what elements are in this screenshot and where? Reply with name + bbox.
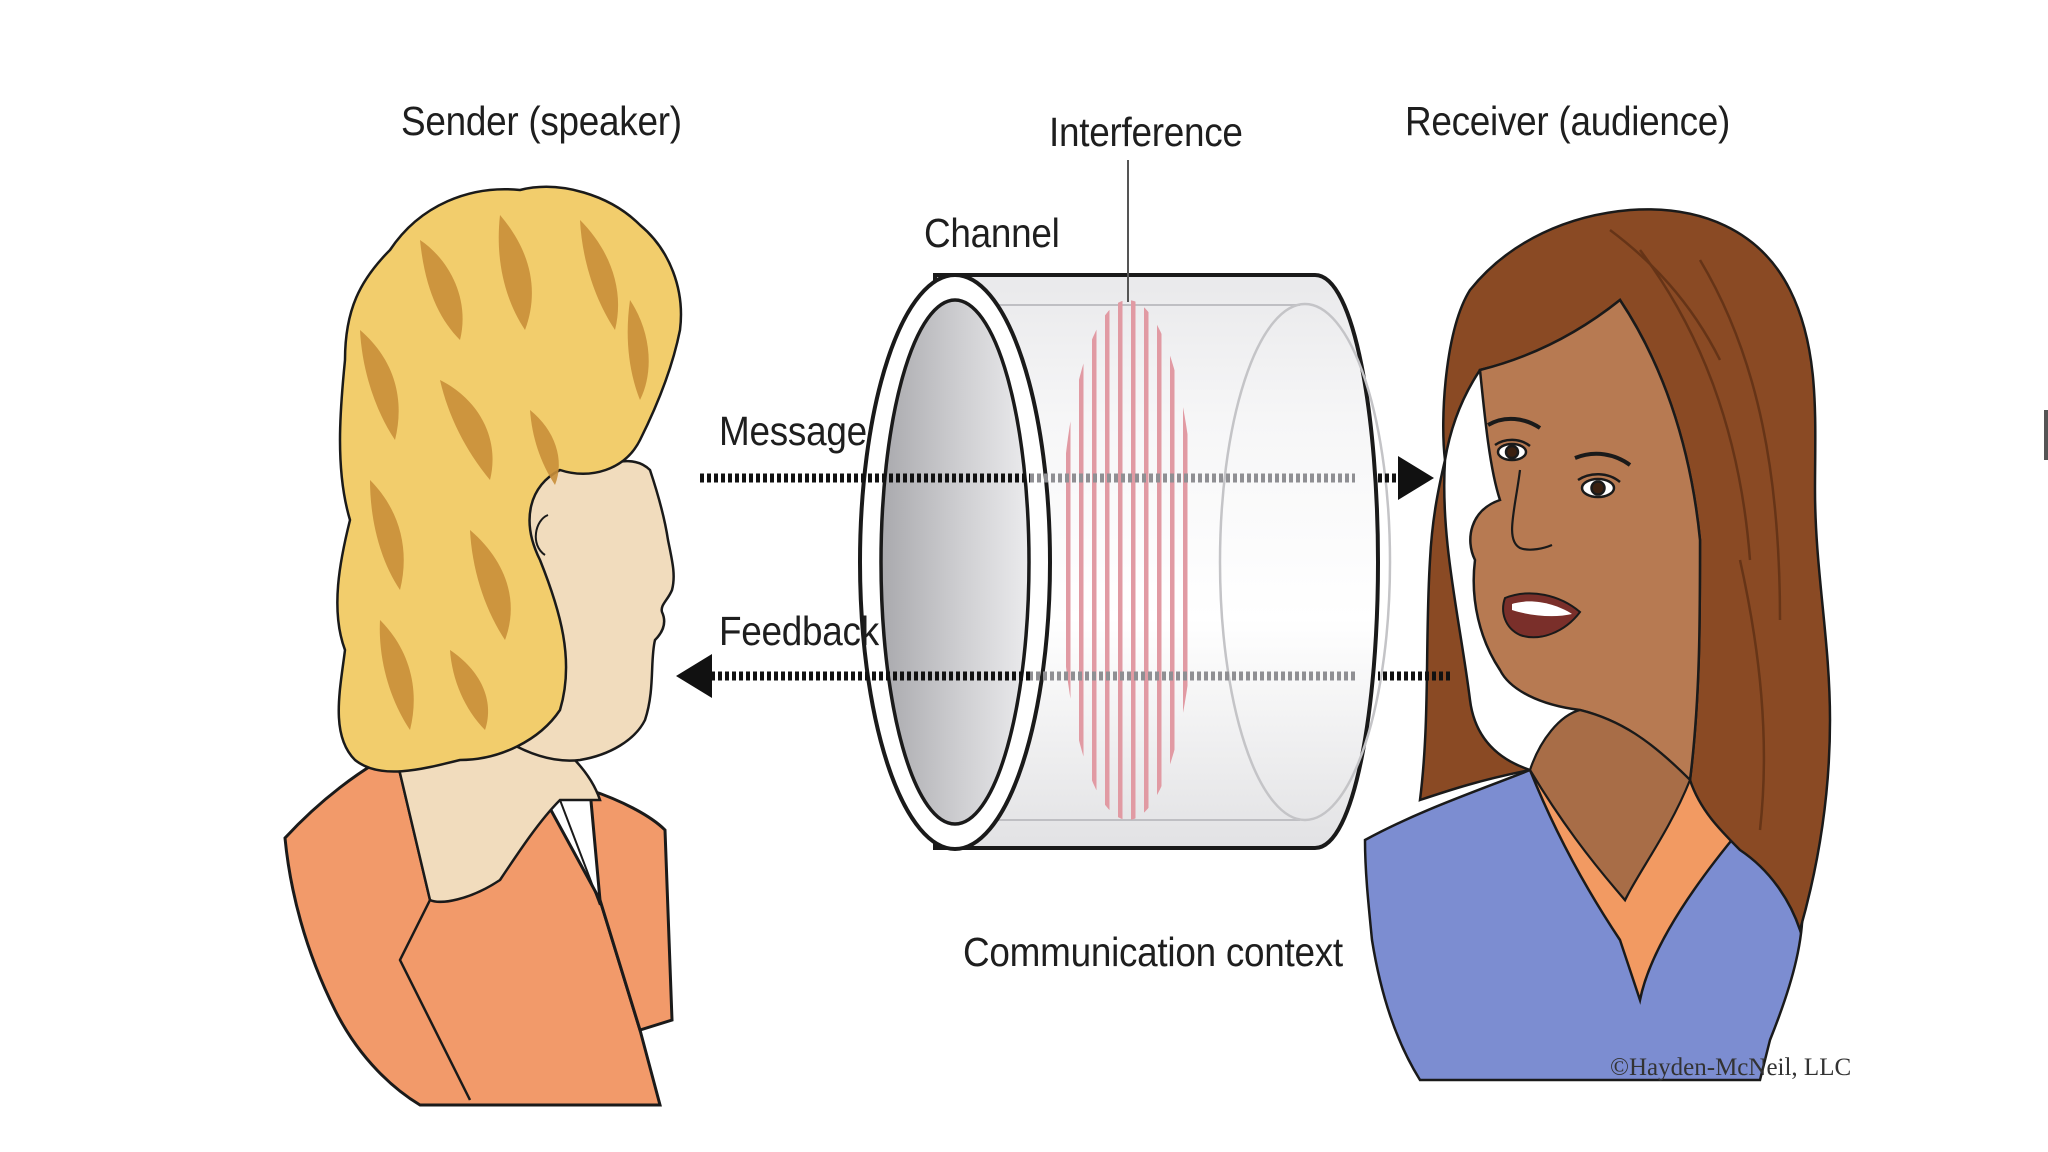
receiver-figure bbox=[1365, 209, 1830, 1080]
arrow-right-icon bbox=[1398, 456, 1434, 500]
copyright-credit: ©Hayden-McNeil, LLC bbox=[1610, 1054, 1851, 1082]
feedback-label: Feedback bbox=[719, 608, 879, 655]
receiver-label: Receiver (audience) bbox=[1405, 98, 1730, 145]
interference-label: Interference bbox=[1049, 109, 1243, 156]
context-label: Communication context bbox=[963, 929, 1343, 976]
channel-label: Channel bbox=[924, 210, 1060, 257]
sender-label: Sender (speaker) bbox=[401, 98, 682, 145]
arrow-left-icon bbox=[676, 654, 712, 698]
channel-tube bbox=[860, 160, 1390, 849]
message-label: Message bbox=[719, 408, 867, 455]
sender-figure bbox=[285, 187, 681, 1105]
edge-mark bbox=[2044, 410, 2048, 460]
